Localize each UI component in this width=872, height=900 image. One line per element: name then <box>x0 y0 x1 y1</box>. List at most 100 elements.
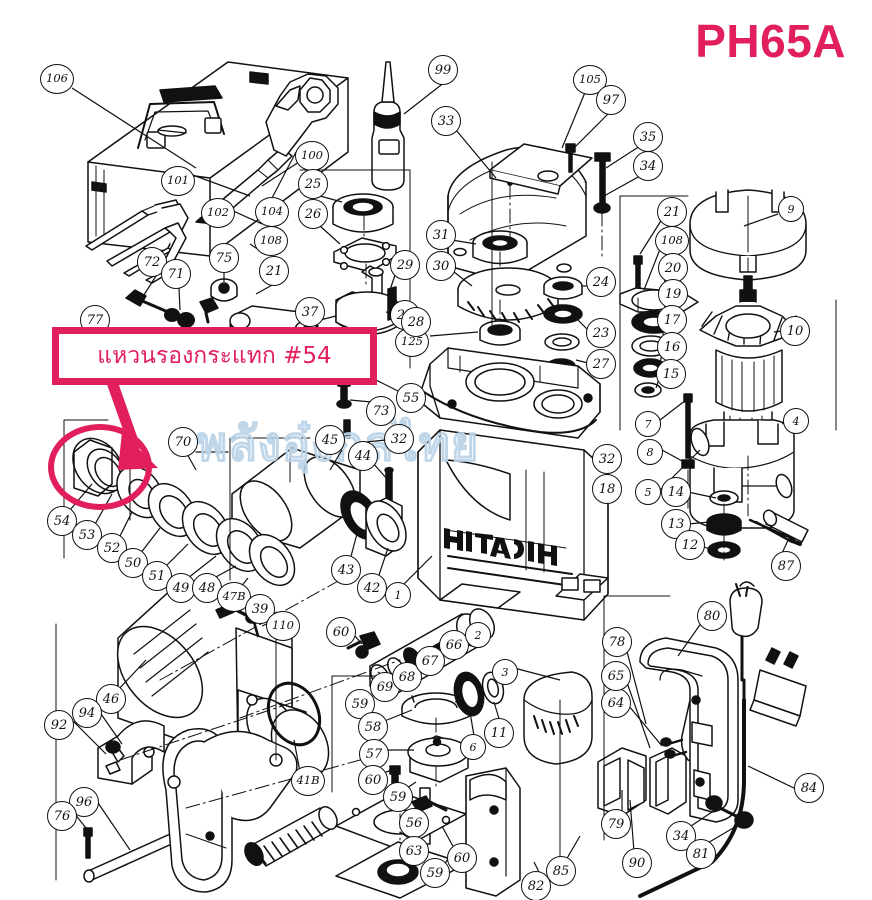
callout-bubble-73: 73 <box>366 396 396 426</box>
callout-bubble-32: 32 <box>592 444 622 474</box>
callout-bubble-16: 16 <box>657 332 687 362</box>
callout-bubble-32: 32 <box>384 424 414 454</box>
callout-bubble-24: 24 <box>586 267 616 297</box>
callout-bubble-21: 21 <box>657 197 687 227</box>
callout-bubble-21: 21 <box>259 256 289 286</box>
callout-bubble-34: 34 <box>633 151 663 181</box>
callout-bubble-7: 7 <box>635 411 661 437</box>
callout-bubble-15: 15 <box>656 359 686 389</box>
callout-bubble-99: 99 <box>428 55 458 85</box>
callout-bubble-27: 27 <box>586 349 616 379</box>
callout-bubble-101: 101 <box>161 166 195 196</box>
callout-bubble-18: 18 <box>592 474 622 504</box>
callout-bubble-85: 85 <box>546 856 576 886</box>
annotation-text: แหวนรองกระแทก #54 <box>97 343 332 369</box>
annotation-arrow <box>106 380 158 470</box>
callout-bubble-81: 81 <box>686 839 716 869</box>
callout-bubble-14: 14 <box>661 477 691 507</box>
callout-bubble-10: 10 <box>780 316 810 346</box>
callout-bubble-100: 100 <box>295 141 329 171</box>
callout-bubble-59: 59 <box>383 782 413 812</box>
callout-bubble-52: 52 <box>97 533 127 563</box>
callout-bubble-35: 35 <box>633 122 663 152</box>
callout-bubble-104: 104 <box>255 197 289 227</box>
callout-bubble-94: 94 <box>72 698 102 728</box>
callout-bubble-19: 19 <box>658 279 688 309</box>
part-oring-41B <box>266 681 322 747</box>
callout-bubble-59: 59 <box>420 858 450 888</box>
callout-bubble-41B: 41B <box>291 766 325 796</box>
annotation-box: แหวนรองกระแทก #54 <box>52 327 377 385</box>
callout-bubble-75: 75 <box>209 243 239 273</box>
part-plate-105 <box>489 143 593 195</box>
callout-bubble-92: 92 <box>44 710 74 740</box>
callout-bubble-76: 76 <box>47 801 77 831</box>
callout-bubble-39: 39 <box>245 594 275 624</box>
callout-bubble-102: 102 <box>201 198 235 228</box>
callout-bubble-51: 51 <box>142 561 172 591</box>
callout-bubble-3: 3 <box>492 659 518 685</box>
callout-bubble-37: 37 <box>295 297 325 327</box>
part-trigger-lever <box>411 767 521 897</box>
callout-bubble-25: 25 <box>298 169 328 199</box>
callout-bubble-4: 4 <box>783 408 809 434</box>
part-piston-cylinder <box>231 447 394 549</box>
callout-bubble-64: 64 <box>601 688 631 718</box>
callout-bubble-6: 6 <box>460 734 486 760</box>
callout-bubble-60: 60 <box>447 843 477 873</box>
callout-bubble-9: 9 <box>778 196 804 222</box>
callout-bubble-58: 58 <box>358 712 388 742</box>
callout-bubble-96: 96 <box>69 787 99 817</box>
callout-bubble-28: 28 <box>401 307 431 337</box>
callout-bubble-87: 87 <box>771 551 801 581</box>
callout-bubble-12: 12 <box>675 530 705 560</box>
callout-bubble-97: 97 <box>596 85 626 115</box>
part-handle-80 <box>639 637 739 823</box>
callout-bubble-31: 31 <box>426 220 456 250</box>
callout-bubble-29: 29 <box>390 250 420 280</box>
callout-bubble-56: 56 <box>399 808 429 838</box>
part-main-housing <box>417 429 609 621</box>
part-open-end-wrench <box>265 73 339 157</box>
part-spring-grip <box>244 806 338 867</box>
part-terminal-87 <box>762 509 809 543</box>
part-bracket-92-94 <box>97 720 165 785</box>
callout-bubble-65: 65 <box>601 661 631 691</box>
part-small-fittings-left <box>125 278 238 328</box>
page-title: PH65A <box>695 15 846 67</box>
callout-bubble-66: 66 <box>439 630 469 660</box>
callout-bubble-108: 108 <box>655 226 689 256</box>
callout-bubble-33: 33 <box>431 106 461 136</box>
part-crankcase-upper <box>417 347 601 439</box>
callout-bubble-70: 70 <box>168 427 198 457</box>
callout-bubble-71: 71 <box>161 259 191 289</box>
callout-bubble-90: 90 <box>622 848 652 878</box>
part-bearing-flange-25-26 <box>332 193 397 273</box>
part-oiler-99 <box>371 61 405 191</box>
callout-bubble-1: 1 <box>385 582 411 608</box>
callout-bubble-57: 57 <box>359 739 389 769</box>
callout-bubble-60: 60 <box>326 617 356 647</box>
callout-bubble-43: 43 <box>331 555 361 585</box>
part-side-handle <box>162 728 298 893</box>
callout-bubble-82: 82 <box>521 871 551 900</box>
callout-bubble-11: 11 <box>484 718 514 748</box>
callout-bubble-108: 108 <box>254 226 288 256</box>
callout-bubble-30: 30 <box>426 251 456 281</box>
callout-bubble-5: 5 <box>635 479 661 505</box>
callout-bubble-44: 44 <box>348 441 378 471</box>
callout-bubble-110: 110 <box>266 611 300 641</box>
callout-bubble-106: 106 <box>40 64 74 94</box>
callout-bubble-78: 78 <box>602 627 632 657</box>
callout-bubble-23: 23 <box>586 318 616 348</box>
callout-bubble-17: 17 <box>657 305 687 335</box>
callout-bubble-42: 42 <box>357 573 387 603</box>
callout-bubble-60: 60 <box>358 765 388 795</box>
callout-bubble-55: 55 <box>396 383 426 413</box>
callout-bubble-2: 2 <box>465 622 491 648</box>
callout-bubble-8: 8 <box>637 439 663 465</box>
callout-bubble-26: 26 <box>298 199 328 229</box>
callout-bubble-45: 45 <box>315 425 345 455</box>
part-rings-43-42 <box>340 490 407 557</box>
